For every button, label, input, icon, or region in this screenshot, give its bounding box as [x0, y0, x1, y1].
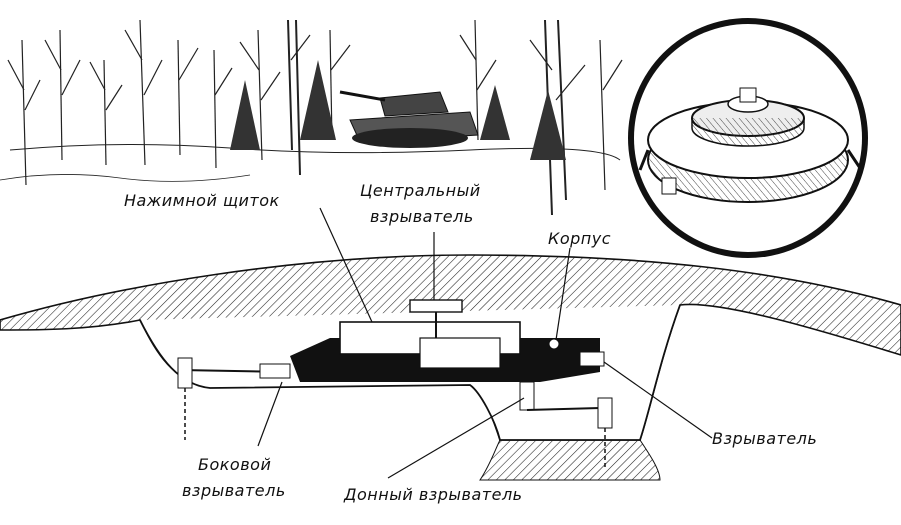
mine-inset-icon [628, 18, 868, 258]
label-central-fuze-1: Центральный [360, 181, 481, 200]
label-side-fuze-2: взрыватель [182, 481, 286, 500]
label-side-fuze-1: Боковой [198, 455, 271, 474]
mine-section [177, 299, 613, 470]
tank-icon [339, 90, 479, 148]
label-fuze: Взрыватель [712, 429, 817, 448]
label-body: Корпус [548, 229, 611, 248]
label-bottom-fuze: Донный взрыватель [343, 485, 523, 504]
leader-lines [257, 207, 713, 479]
label-central-fuze-2: взрыватель [370, 207, 474, 226]
forest-background [0, 19, 623, 216]
label-pressure-plate: Нажимной щиток [124, 191, 280, 210]
